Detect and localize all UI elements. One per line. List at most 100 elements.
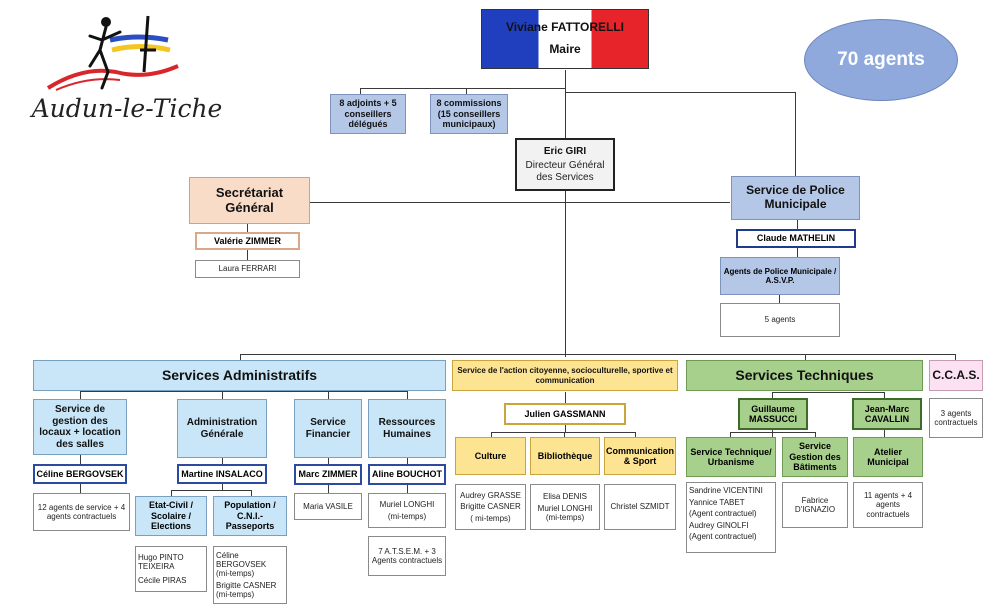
police-head-name: Claude MATHELIN [756,233,836,244]
rh-staff-2: 7 A.T.S.E.M. + 3 Agents contractuels [371,546,443,565]
agents-count: 70 agents [837,49,925,71]
etat-civil-staff-1: Hugo PINTO TEIXEIRA [138,552,184,571]
population-title: Population / C.N.I.- Passeports [224,500,276,532]
connector [491,432,492,437]
locaux-head-name: Céline BERGOVSEK [36,468,124,479]
bibliotheque-title: Bibliothèque [537,450,593,461]
connector [222,391,223,399]
communication-box: Communication & Sport [604,437,676,475]
police-agents-label: Agents de Police Municipale / A.S.V.P. [723,266,837,285]
population-staff-2: Brigitte CASNER [216,581,277,591]
connector [772,430,773,437]
massucci-box: Guillaume MASSUCCI [738,398,808,430]
mayor-title: Maire [549,42,581,56]
connector [797,248,798,257]
commissions-label: 8 commissions (15 conseillers municipaux… [436,98,502,130]
population-staff-box: Céline BERGOVSEK (mi-temps) Brigitte CAS… [213,546,287,604]
culture-box: Culture [455,437,526,475]
secretariat-box: Secrétariat Général [189,177,310,224]
batiments-staff-box: Fabrice D'IGNAZIO [782,482,848,528]
urbanisme-staff-3: (Agent contractuel) [689,509,757,519]
batiments-box: Service Gestion des Bâtiments [782,437,848,477]
financier-head-name: Marc ZIMMER [298,469,358,480]
bibliotheque-staff-2-note: (mi-temps) [545,513,585,523]
connector [407,391,408,399]
connector [251,490,252,496]
culture-staff-2-note: ( mi-temps) [470,513,511,523]
connector [884,392,885,398]
locaux-head: Céline BERGOVSEK [33,464,127,484]
etat-civil-title: Etat-Civil / Scolaire / Elections [148,500,193,532]
communication-staff: Christel SZMIDT [610,502,670,512]
urbanisme-staff-4: Audrey GINOLFI [689,520,749,530]
connector [240,354,956,355]
bibliotheque-box: Bibliothèque [530,437,600,475]
connector [815,432,816,437]
mayor-name: Viviane FATTORELLI [505,20,625,35]
police-count-box: 5 agents [720,303,840,337]
police-count: 5 agents [764,315,796,325]
techniques-title: Services Techniques [735,367,874,384]
financier-staff: Maria VASILE [303,501,353,511]
connector [328,485,329,493]
population-staff-1-note: (mi-temps) [216,568,255,578]
ccas-title: C.C.A.S. [932,367,980,382]
rh-staff-box-2: 7 A.T.S.E.M. + 3 Agents contractuels [368,536,446,576]
connector [730,432,815,433]
commissions-box: 8 commissions (15 conseillers municipaux… [430,94,508,134]
connector [360,88,361,94]
connector [171,490,172,496]
connector [80,455,81,464]
citoyenne-header: Service de l'action citoyenne, sociocult… [452,360,678,391]
connector [884,430,885,437]
connector [80,484,81,493]
connector [466,88,467,94]
connector [805,354,806,360]
culture-staff-1: Audrey GRASSE [460,491,521,501]
connector [565,92,795,93]
bibliotheque-staff-box: Elisa DENIS Muriel LONGHI (mi-temps) [530,484,600,530]
communication-title: Communication & Sport [605,445,674,466]
ccas-header: C.C.A.S. [929,360,983,391]
batiments-staff: Fabrice D'IGNAZIO [794,495,836,514]
rh-staff-1: Muriel LONGHI [379,500,435,510]
urbanisme-box: Service Technique/ Urbanisme [686,437,776,477]
urbanisme-title: Service Technique/ Urbanisme [690,446,772,467]
locaux-staff: 12 agents de service + 4 agents contract… [37,502,126,521]
connector [80,391,81,399]
connector [795,92,796,176]
mayor-box: Viviane FATTORELLI Maire [481,9,649,69]
connector [730,432,731,437]
connector [247,224,248,232]
connector [565,392,566,403]
connector [797,220,798,229]
rh-staff-box-1: Muriel LONGHI (mi-temps) [368,493,446,528]
urbanisme-staff-box: Sandrine VICENTINI Yannice TABET (Agent … [686,482,776,553]
connector [328,391,329,399]
police-box: Service de Police Municipale [731,176,860,220]
rh-box: Ressources Humaines [368,399,446,458]
police-title: Service de Police Municipale [746,183,845,211]
secretariat-title: Secrétariat Général [215,184,284,215]
dgs-title: Directeur Général des Services [525,160,605,183]
cavallin-box: Jean-Marc CAVALLIN [852,398,922,430]
connector [955,354,956,360]
communication-staff-box: Christel SZMIDT [604,484,676,530]
secretariat-staff: Laura FERRARI [195,260,300,278]
culture-staff-2: Brigitte CASNER [460,502,521,512]
connector [247,250,248,260]
connector [328,458,329,464]
bibliotheque-staff-1: Elisa DENIS [542,491,587,501]
locaux-title: Service de gestion des locaux + location… [39,404,121,450]
connector [565,425,566,432]
connector [635,432,636,437]
generale-head-name: Martine INSALACO [181,468,263,479]
admin-services-title: Services Administratifs [161,367,318,384]
rh-title: Ressources Humaines [378,417,436,440]
admin-services-header: Services Administratifs [33,360,446,391]
agents-badge: 70 agents [804,19,958,101]
dgs-box: Eric GIRI Directeur Général des Services [515,138,615,191]
town-logo-emblem [46,15,179,91]
citoyenne-head: Julien GASSMANN [504,403,626,425]
locaux-box: Service de gestion des locaux + location… [33,399,127,455]
